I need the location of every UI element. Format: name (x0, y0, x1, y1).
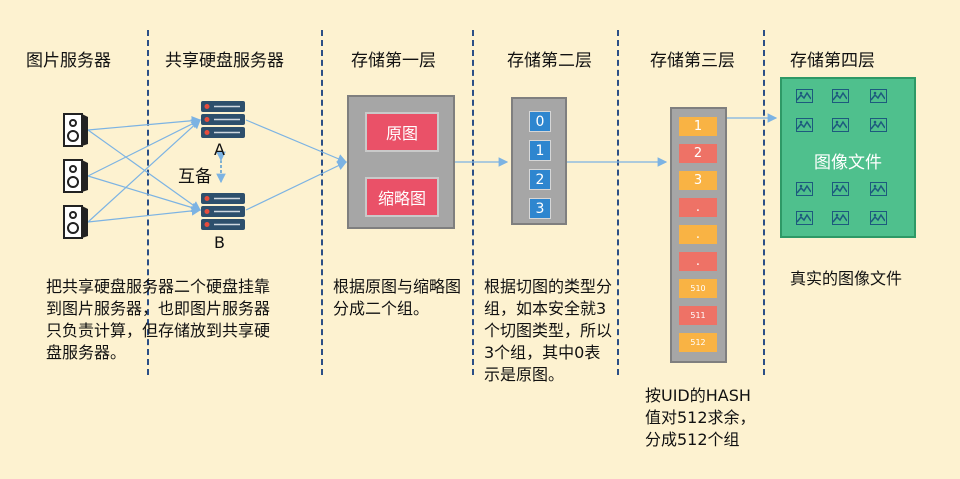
image-server-icon-2 (63, 159, 88, 193)
hash-slot-1: 1 (679, 117, 717, 136)
header-layer1: 存储第一层 (351, 51, 436, 71)
picture-icon (832, 211, 849, 225)
picture-icon (870, 118, 887, 132)
picture-icon (870, 89, 887, 103)
server-rack-icon-b (201, 193, 245, 230)
index-3: 3 (529, 198, 551, 219)
image-server-icon-1 (63, 113, 88, 147)
image-server-icon-3 (63, 205, 88, 239)
picture-icon (832, 89, 849, 103)
index-2: 2 (529, 169, 551, 190)
arrow-s1-a (87, 115, 202, 131)
divider-5 (763, 30, 765, 375)
picture-icon (870, 211, 887, 225)
image-files-label: 图像文件 (814, 153, 882, 173)
description-col1: 把共享硬盘服务器二个硬盘挂靠到图片服务器，也即图片服务器只负责计算，但存储放到共… (46, 277, 271, 362)
arrow-s2-b (87, 175, 202, 213)
header-layer2: 存储第二层 (507, 51, 592, 71)
server-label-a: A (214, 140, 225, 159)
hash-slot-ellipsis-3: . (679, 252, 717, 271)
picture-icon (832, 118, 849, 132)
thumbnail-box: 缩略图 (365, 177, 439, 217)
picture-icon (870, 182, 887, 196)
arrow-s3-b (87, 206, 202, 223)
picture-icon (796, 182, 813, 196)
server-label-b: B (214, 233, 225, 252)
mutual-backup-label: 互备 (178, 167, 212, 187)
hash-slot-ellipsis-2: . (679, 225, 717, 244)
description-col3: 根据原图与缩略图分成二个组。 (333, 277, 462, 318)
header-layer3: 存储第三层 (650, 51, 735, 71)
arrow-a-layer1 (245, 119, 348, 164)
picture-icon (796, 89, 813, 103)
picture-icon (796, 118, 813, 132)
divider-3 (472, 30, 474, 375)
hash-slot-510: 510 (679, 279, 717, 298)
index-1: 1 (529, 140, 551, 161)
description-col4: 根据切图的类型分组，如本安全就3个切图类型，所以3个组，其中0表示是原图。 (484, 277, 613, 384)
image-files-caption: 真实的图像文件 (790, 269, 903, 288)
arrow-s3-a (87, 119, 201, 223)
hash-slot-3: 3 (679, 171, 717, 190)
hash-slot-512: 512 (679, 333, 717, 352)
arrow-s2-a (87, 119, 202, 177)
header-layer4: 存储第四层 (790, 51, 875, 71)
original-image-box: 原图 (365, 112, 439, 152)
divider-4 (617, 30, 619, 375)
server-rack-icon-a (201, 101, 245, 138)
divider-1 (147, 30, 149, 375)
index-0: 0 (529, 111, 551, 132)
hash-slot-ellipsis-1: . (679, 198, 717, 217)
arrow-s1-b (87, 129, 201, 211)
hash-slot-2: 2 (679, 144, 717, 163)
header-shared-disk-server: 共享硬盘服务器 (165, 51, 284, 71)
header-image-server: 图片服务器 (26, 51, 111, 71)
description-col5: 按UID的HASH值对512求余，分成512个组 (645, 386, 756, 449)
arrow-b-layer1 (245, 161, 348, 211)
divider-2 (321, 30, 323, 375)
picture-icon (832, 182, 849, 196)
picture-icon (796, 211, 813, 225)
hash-slot-511: 511 (679, 306, 717, 325)
